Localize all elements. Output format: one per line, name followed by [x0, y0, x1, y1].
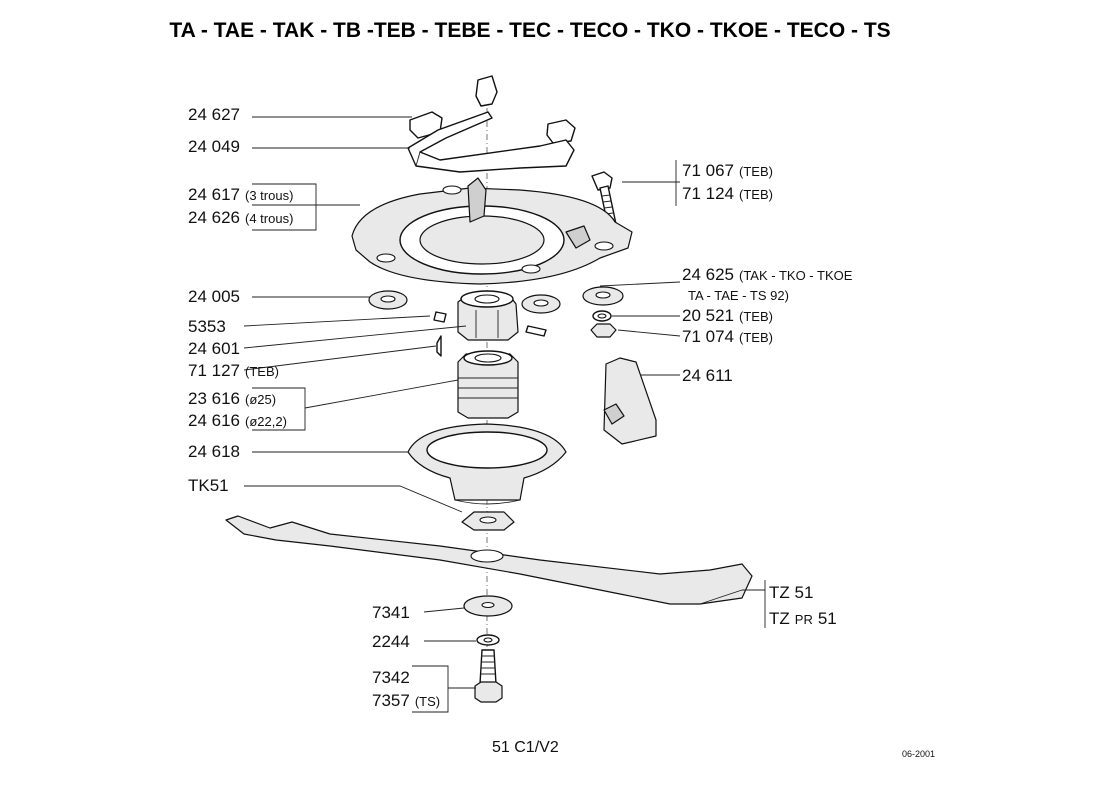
label-24616: 24 616(ø22,2) [188, 411, 287, 430]
label-24618: 24 618 [188, 442, 240, 461]
part-24601-hub [457, 290, 519, 341]
part-2244-lockwasher [476, 634, 500, 646]
label-24625-note2: TA - TAE - TS 92) [688, 288, 789, 303]
part-24049-lever [407, 111, 575, 173]
label-24625: 24 625(TAK - TKO - TKOE [682, 265, 853, 284]
label-24627: 24 627 [188, 105, 240, 124]
part-7341-washer [463, 595, 513, 617]
part-24611-guard [603, 357, 657, 445]
part-24618-cup [407, 423, 567, 505]
part-24617-flange [351, 177, 633, 285]
part-23616-pulley [457, 350, 519, 419]
leader-lines [243, 116, 765, 689]
label-5353: 5353 [188, 317, 226, 336]
label-24049: 24 049 [188, 137, 240, 156]
label-71074: 71 074(TEB) [682, 327, 773, 346]
label-2244: 2244 [372, 632, 410, 651]
label-24617: 24 617(3 trous) [188, 185, 293, 204]
part-71074-nut [590, 323, 617, 338]
label-24005: 24 005 [188, 287, 240, 306]
page-reference: 51 C1/V2 [492, 739, 559, 756]
part-20521-washer [592, 310, 612, 322]
label-24601: 24 601 [188, 339, 240, 358]
bracket-boxes [252, 160, 766, 713]
part-71067-bolt [591, 171, 617, 227]
page-title: TA - TAE - TAK - TB -TEB - TEBE - TEC - … [169, 19, 890, 42]
label-71127: 71 127(TEB) [188, 361, 279, 380]
label-7357: 7357(TS) [372, 691, 440, 710]
part-5353-spring [433, 311, 547, 337]
revision-date: 06-2001 [902, 749, 935, 759]
label-7342: 7342 [372, 668, 410, 687]
label-71124: 71 124(TEB) [682, 184, 773, 203]
part-24625-nut [582, 286, 624, 306]
label-23616: 23 616(ø25) [188, 389, 276, 408]
part-TZ51-blade [225, 515, 753, 605]
part-7342-bolt [474, 649, 503, 703]
label-24626: 24 626(4 trous) [188, 208, 293, 227]
part-71127-key [436, 335, 442, 357]
label-24611: 24 611 [682, 366, 733, 385]
part-24005-washer [368, 290, 561, 314]
label-TZ51: TZ 51 [769, 583, 813, 602]
label-71067: 71 067(TEB) [682, 161, 773, 180]
label-20521: 20 521(TEB) [682, 306, 773, 325]
part-TK51-adapter [461, 511, 515, 531]
label-7341: 7341 [372, 603, 410, 622]
label-TK51: TK51 [188, 476, 229, 495]
